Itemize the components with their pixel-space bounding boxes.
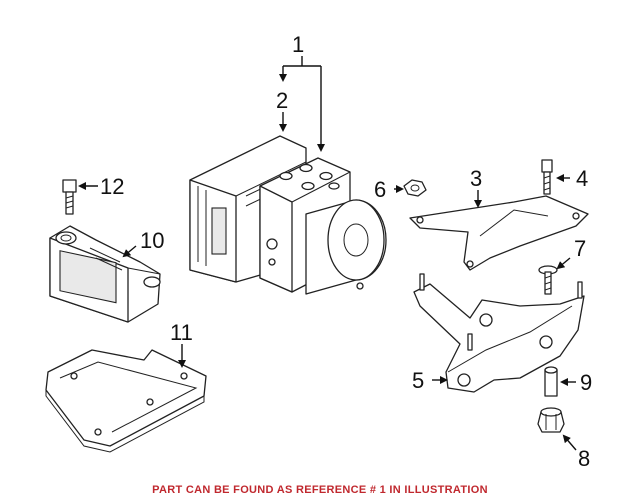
callout-10: 10	[140, 228, 164, 253]
grommet-8	[537, 407, 565, 433]
callout-3: 3	[470, 166, 482, 191]
sensor-bracket	[45, 349, 207, 453]
callout-9: 9	[580, 370, 592, 395]
callout-8: 8	[578, 446, 590, 471]
sensor-module	[49, 225, 161, 323]
callout-12: 12	[100, 174, 124, 199]
bushing-9	[544, 366, 558, 397]
reference-note: PART CAN BE FOUND AS REFERENCE # 1 IN IL…	[152, 484, 488, 496]
bolt-12	[62, 179, 77, 215]
abs-control-unit	[189, 135, 387, 295]
leader-lines	[78, 56, 577, 451]
upper-bracket	[409, 195, 589, 271]
nut-6	[403, 179, 427, 197]
lower-bracket	[413, 273, 585, 393]
callout-1: 1	[292, 32, 304, 57]
callout-5: 5	[412, 368, 424, 393]
callout-6: 6	[374, 177, 386, 202]
callout-11: 11	[170, 320, 193, 345]
callout-7: 7	[574, 236, 586, 261]
bolt-4	[541, 159, 553, 195]
callout-2: 2	[276, 88, 288, 113]
callout-4: 4	[576, 166, 588, 191]
stud-bolt-7	[538, 265, 558, 295]
